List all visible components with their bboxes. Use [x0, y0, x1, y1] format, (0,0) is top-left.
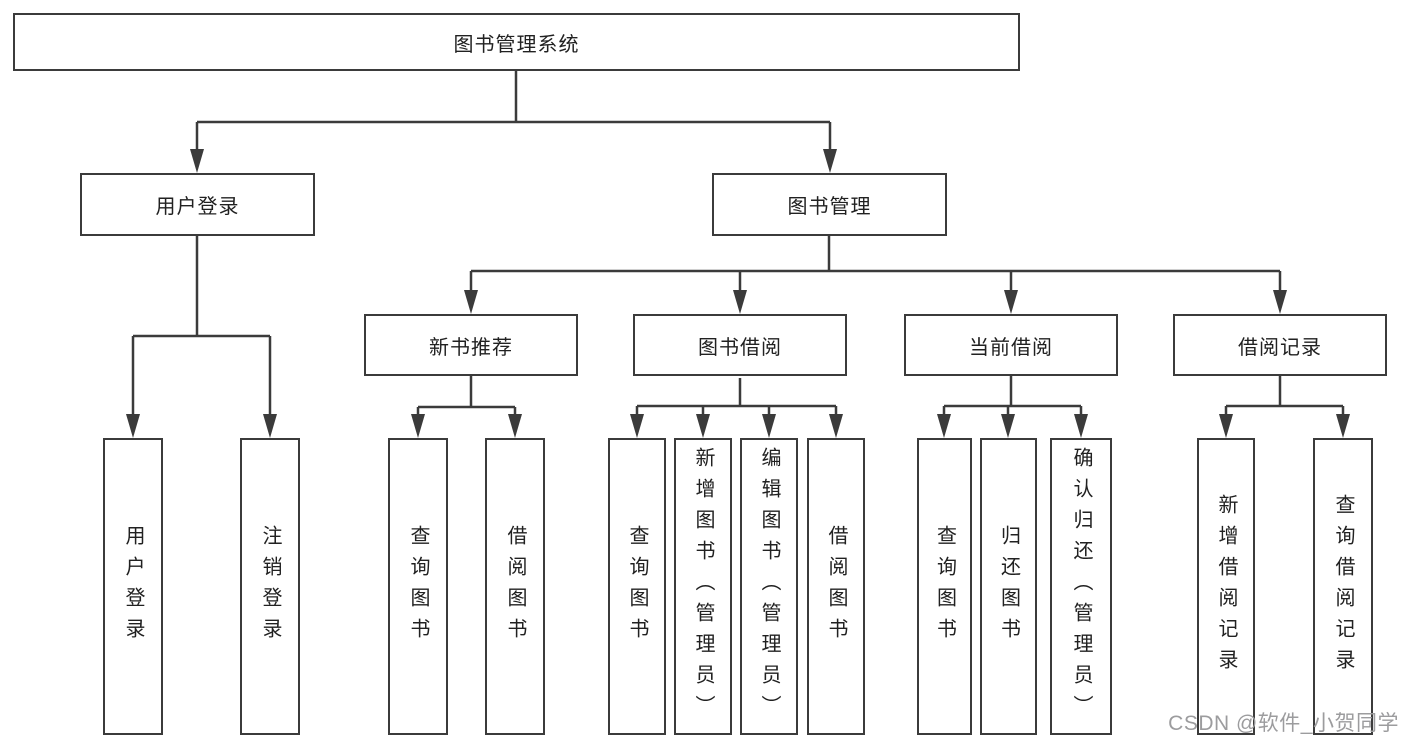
- node-book-borrowing: 图书借阅: [633, 314, 847, 376]
- leaf-return-books: 归还图书: [980, 438, 1037, 735]
- watermark: CSDN @软件_小贺同学: [1168, 712, 1399, 735]
- leaf-confirm-return-admin: 确认归还（管理员）: [1050, 438, 1112, 735]
- leaf-user-login: 用户登录: [103, 438, 163, 735]
- leaf-query-books-recommend: 查询图书: [388, 438, 448, 735]
- leaf-borrow-books-borrowing: 借阅图书: [807, 438, 865, 735]
- leaf-add-books-admin: 新增图书（管理员）: [674, 438, 732, 735]
- leaf-add-borrow-record: 新增借阅记录: [1197, 438, 1255, 735]
- leaf-query-books-borrowing: 查询图书: [608, 438, 666, 735]
- leaf-query-borrow-record: 查询借阅记录: [1313, 438, 1373, 735]
- node-user-login: 用户登录: [80, 173, 315, 236]
- leaf-edit-books-admin: 编辑图书（管理员）: [740, 438, 798, 735]
- node-borrowing-records: 借阅记录: [1173, 314, 1387, 376]
- leaf-query-books-current: 查询图书: [917, 438, 972, 735]
- node-current-borrowing: 当前借阅: [904, 314, 1118, 376]
- node-library-management-system: 图书管理系统: [13, 13, 1020, 71]
- node-new-book-recommendation: 新书推荐: [364, 314, 578, 376]
- leaf-logout: 注销登录: [240, 438, 300, 735]
- leaf-borrow-books-recommend: 借阅图书: [485, 438, 545, 735]
- node-book-management: 图书管理: [712, 173, 947, 236]
